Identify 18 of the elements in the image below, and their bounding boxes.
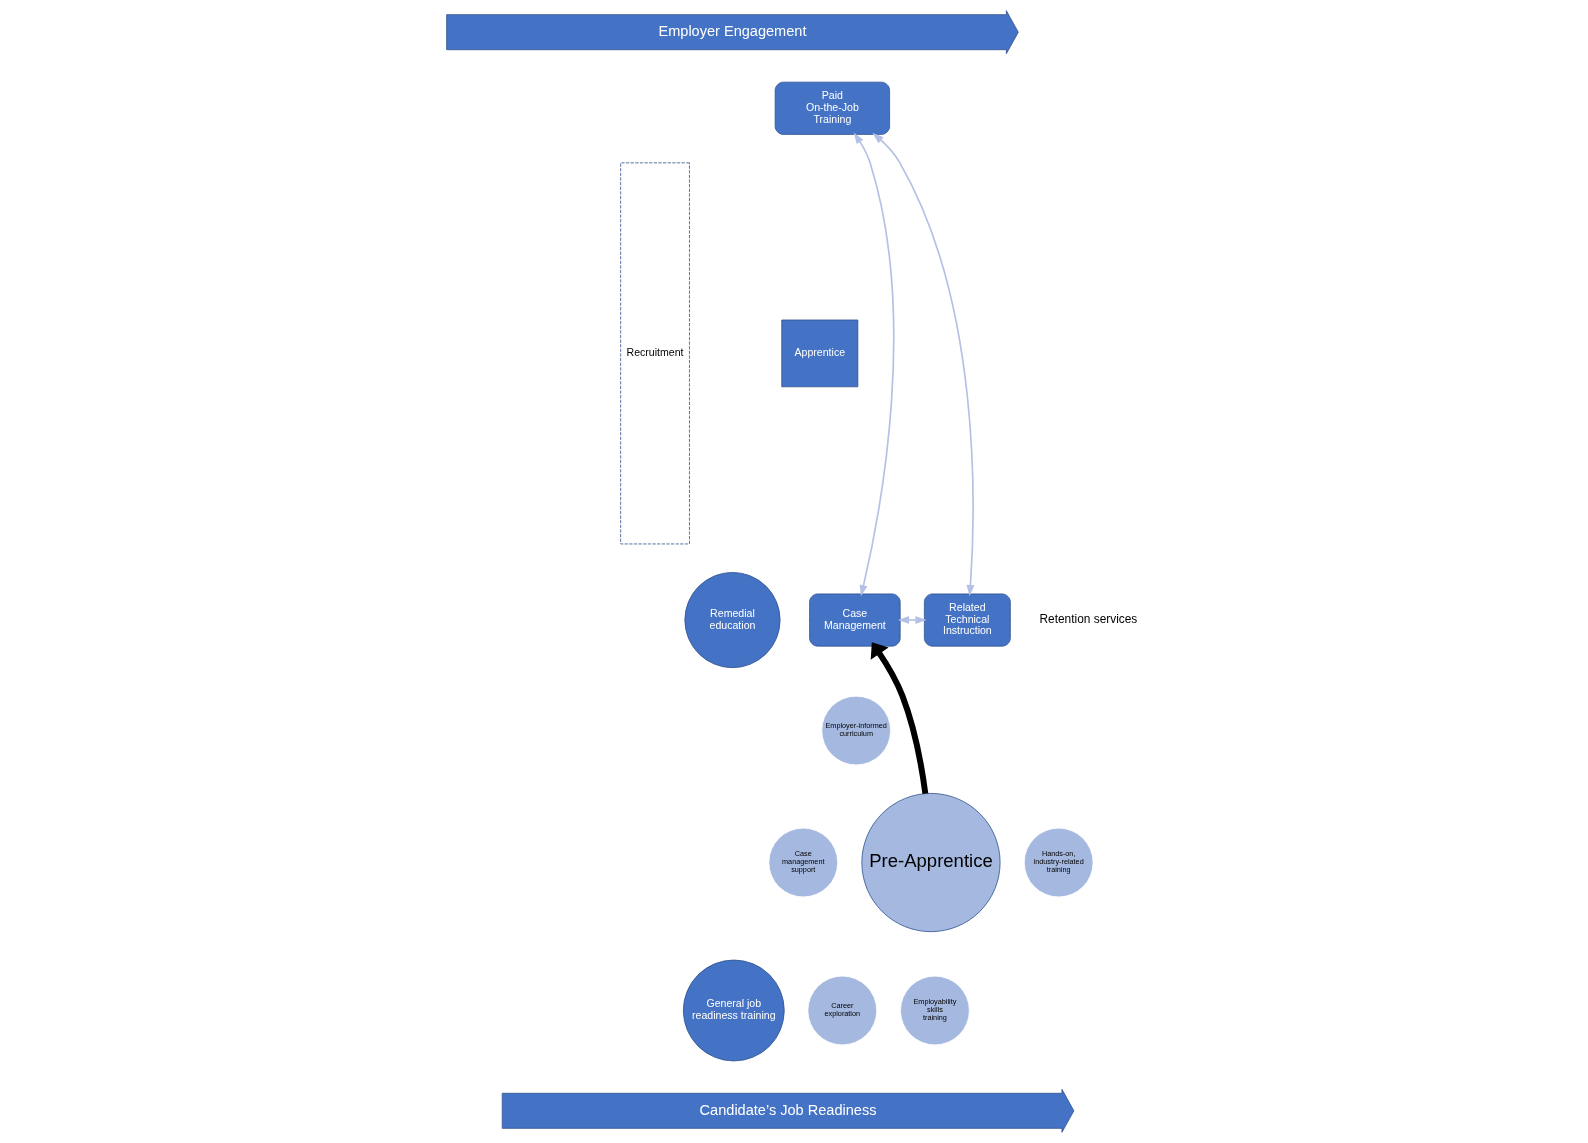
node-box: Apprentice [780, 319, 858, 388]
arrow [871, 132, 974, 597]
arrow [897, 616, 927, 624]
arrow [853, 132, 894, 597]
node-circle: Remedial education [683, 572, 780, 669]
node-circle: General job readiness training [682, 959, 785, 1062]
arrow [870, 642, 928, 794]
node-box: Case Management [808, 593, 901, 647]
label: Retention services [1039, 611, 1137, 626]
node-circle: Employability skills training [899, 975, 970, 1046]
node-box: Recruitment [619, 162, 690, 545]
node-circle: Hands-on, industry-related training [1023, 827, 1093, 898]
node-circle: Pre-Apprentice [860, 793, 1000, 933]
node-box: Related Technical Instruction [923, 593, 1011, 647]
node-circle: Employer-informed curriculum [820, 695, 891, 766]
node-box: Paid On-the-Job Training [774, 81, 890, 135]
node-circle: Career exploration [807, 975, 877, 1046]
node-circle: Case management support [767, 827, 838, 898]
